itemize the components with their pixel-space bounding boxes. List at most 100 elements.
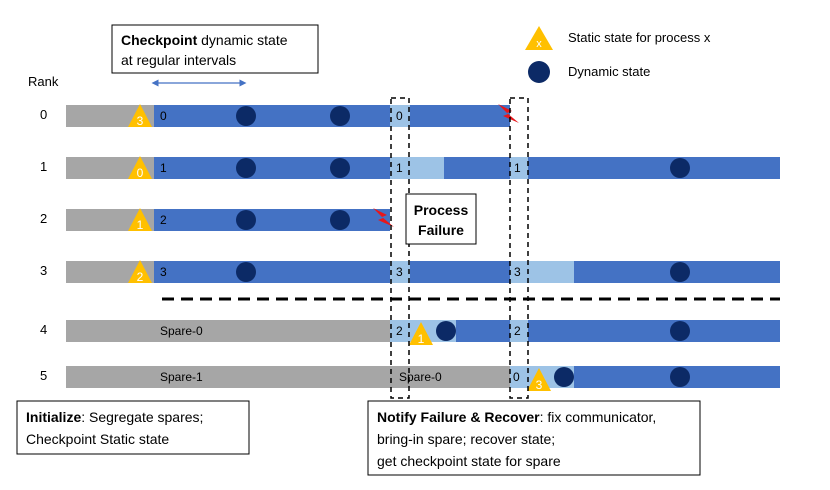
rank-label-3: 3 xyxy=(40,263,47,278)
spare-segment xyxy=(66,366,390,388)
dynamic-state-dot xyxy=(670,158,690,178)
legend-dynamic-label: Dynamic state xyxy=(568,64,650,79)
dynamic-state-dot xyxy=(670,367,690,387)
compute-segment xyxy=(410,105,510,127)
dynamic-state-dot xyxy=(330,158,350,178)
checkpoint-column-2 xyxy=(509,97,529,399)
legend-triangle-icon xyxy=(525,26,553,50)
recover-note-line3: get checkpoint state for spare xyxy=(377,453,561,469)
static-state-triangle xyxy=(128,156,152,179)
checkpoint-id: 1 xyxy=(160,161,167,175)
dynamic-state-dot xyxy=(236,106,256,126)
static-state-triangle xyxy=(128,260,152,283)
process-failure-line1: Process xyxy=(414,202,469,218)
rank-2-timeline: 1 2 xyxy=(66,208,394,232)
compute-segment xyxy=(444,157,510,179)
static-state-id: 1 xyxy=(418,332,425,346)
rank-label-4: 4 xyxy=(40,322,47,337)
recover-note-bold: Notify Failure & Recover xyxy=(377,409,540,425)
checkpoint-segment xyxy=(510,261,574,283)
checkpoint-column-1 xyxy=(390,97,410,399)
initialize-note-line1: Initialize: Segregate spares; xyxy=(26,409,203,425)
checkpoint-segment xyxy=(390,105,410,127)
compute-segment xyxy=(456,320,510,342)
dynamic-state-dot xyxy=(330,210,350,230)
checkpoint-id: 1 xyxy=(396,161,403,175)
spare-label: Spare-1 xyxy=(160,370,203,384)
checkpoint-id: 2 xyxy=(514,324,521,338)
legend-triangle-mark: x xyxy=(536,38,542,50)
static-state-id: 3 xyxy=(536,378,543,392)
checkpoint-id: 1 xyxy=(514,161,521,175)
compute-segment xyxy=(528,157,780,179)
checkpoint-id: 3 xyxy=(160,265,167,279)
process-failure-frame xyxy=(405,193,477,245)
rank-labels: 0 1 2 3 4 5 xyxy=(40,107,47,383)
checkpoint-id: 2 xyxy=(160,213,167,227)
recover-note-line2: bring-in spare; recover state; xyxy=(377,431,555,447)
checkpoint-segment xyxy=(390,157,444,179)
initialize-note-line2: Checkpoint Static state xyxy=(26,431,169,447)
failure-lightning-icon xyxy=(498,104,519,123)
rank-3-timeline: 2 3 3 3 xyxy=(66,260,780,284)
process-failure-line2: Failure xyxy=(418,222,464,238)
static-state-triangle xyxy=(409,322,433,345)
initialize-note-bold: Initialize xyxy=(26,409,81,425)
recover-note-rest: : fix communicator, xyxy=(540,409,657,425)
checkpoint-id: 2 xyxy=(396,324,403,338)
static-state-id: 0 xyxy=(137,166,144,180)
checkpoint-note-line1: Checkpoint dynamic state xyxy=(121,32,288,48)
legend-dynamic-dot-icon xyxy=(528,61,550,83)
initialize-note-rest: : Segregate spares; xyxy=(81,409,203,425)
static-state-triangle xyxy=(128,104,152,127)
dynamic-state-dot xyxy=(236,262,256,282)
checkpoint-note-frame xyxy=(111,24,319,74)
compute-segment xyxy=(154,261,390,283)
checkpoint-id: 3 xyxy=(396,265,403,279)
static-state-id: 2 xyxy=(137,270,144,284)
static-state-triangle xyxy=(527,368,551,391)
compute-segment xyxy=(154,209,390,231)
compute-segment xyxy=(154,157,390,179)
static-state-id: 1 xyxy=(137,218,144,232)
static-state-id: 3 xyxy=(137,114,144,128)
checkpoint-segment xyxy=(390,261,410,283)
rank-label-5: 5 xyxy=(40,368,47,383)
checkpoint-note-bold: Checkpoint xyxy=(121,32,198,48)
dynamic-state-dot xyxy=(436,321,456,341)
recover-note-frame xyxy=(367,400,701,476)
dynamic-state-dot xyxy=(236,158,256,178)
legend-static-label: Static state for process x xyxy=(568,30,711,45)
spare-segment xyxy=(66,320,390,342)
recover-note-box: Notify Failure & Recover: fix communicat… xyxy=(367,400,701,476)
spare-label: Spare-0 xyxy=(399,370,442,384)
rank-4-timeline: Spare-0 2 1 2 xyxy=(66,320,780,346)
static-state-triangle xyxy=(128,208,152,231)
checkpoint-note-line2: at regular intervals xyxy=(121,52,236,68)
dynamic-state-dot xyxy=(330,106,350,126)
checkpoint-id: 3 xyxy=(514,265,521,279)
checkpoint-id: 0 xyxy=(396,109,403,123)
dynamic-state-dot xyxy=(554,367,574,387)
process-failure-box: Process Failure xyxy=(405,193,477,245)
rank-label-1: 1 xyxy=(40,159,47,174)
checkpoint-segment xyxy=(510,320,528,342)
rank-5-timeline: Spare-1 Spare-0 0 3 xyxy=(66,366,780,392)
checkpoint-segment xyxy=(510,157,528,179)
recover-note-line1: Notify Failure & Recover: fix communicat… xyxy=(377,409,656,425)
rank-header: Rank xyxy=(28,74,59,89)
failure-lightning-icon xyxy=(373,208,394,227)
compute-segment xyxy=(528,320,780,342)
compute-segment xyxy=(154,105,390,127)
checkpoint-id: 0 xyxy=(160,109,167,123)
initialize-note-box: Initialize: Segregate spares; Checkpoint… xyxy=(16,400,250,455)
checkpoint-note-rest: dynamic state xyxy=(197,32,287,48)
rank-1-timeline: 0 1 1 1 xyxy=(66,156,780,180)
initialize-note-frame xyxy=(16,400,250,455)
checkpoint-id: 0 xyxy=(513,370,520,384)
dynamic-state-dot xyxy=(670,321,690,341)
compute-segment xyxy=(410,261,510,283)
rank-label-2: 2 xyxy=(40,211,47,226)
spare-segment xyxy=(390,366,510,388)
